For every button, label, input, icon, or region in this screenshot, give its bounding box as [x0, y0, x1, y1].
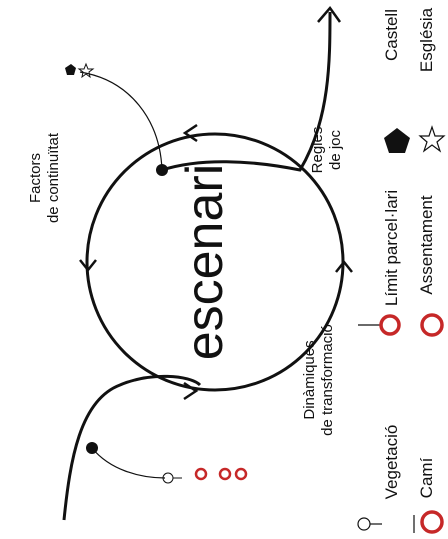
legend-limit-icon [379, 314, 401, 336]
label-factors-line1: Factors [27, 153, 44, 203]
legend-esglesia-icon [418, 125, 446, 153]
circle-arrow-bottom [183, 381, 199, 401]
connector-bottom [91, 447, 166, 479]
circle-arrow-top [182, 123, 198, 143]
pentagon-castell-icon [65, 64, 76, 75]
legend-assentament-icon [420, 313, 444, 337]
legend-vegetacio-icon [357, 517, 371, 531]
center-label: escenari [176, 164, 234, 361]
label-dinamiques-line2: de transformació [319, 324, 336, 436]
red-circle-icon [234, 467, 248, 481]
legend-castell-icon [384, 128, 410, 153]
red-circle-icon [218, 467, 232, 481]
connector-top [79, 71, 163, 171]
red-circle-icon [194, 467, 208, 481]
label-dinamiques-line1: Dinàmiques [301, 340, 318, 419]
legend-vegetacio-label: Vegetació [382, 425, 401, 500]
lower-curve [62, 374, 202, 521]
circle-arrow-right [335, 259, 353, 273]
legend-esglesia-label: Església [417, 7, 436, 72]
legend-assentament-label: Assentament [417, 195, 436, 294]
upper-curve-arrowhead [317, 5, 342, 23]
label-regles-line2: de joc [327, 129, 344, 170]
star-esglesia-icon [77, 62, 95, 79]
label-regles-line1: Regles [309, 127, 326, 174]
upper-curve [161, 11, 332, 172]
legend-limit-label: Límit parcel·lari [382, 190, 401, 306]
label-factors-line2: de continuïtat [45, 132, 62, 223]
legend-castell-label: Castell [382, 9, 401, 61]
circle-arrow-left [79, 259, 97, 273]
legend-cami-icon [420, 510, 444, 534]
legend-cami-label: Camí [417, 457, 436, 498]
